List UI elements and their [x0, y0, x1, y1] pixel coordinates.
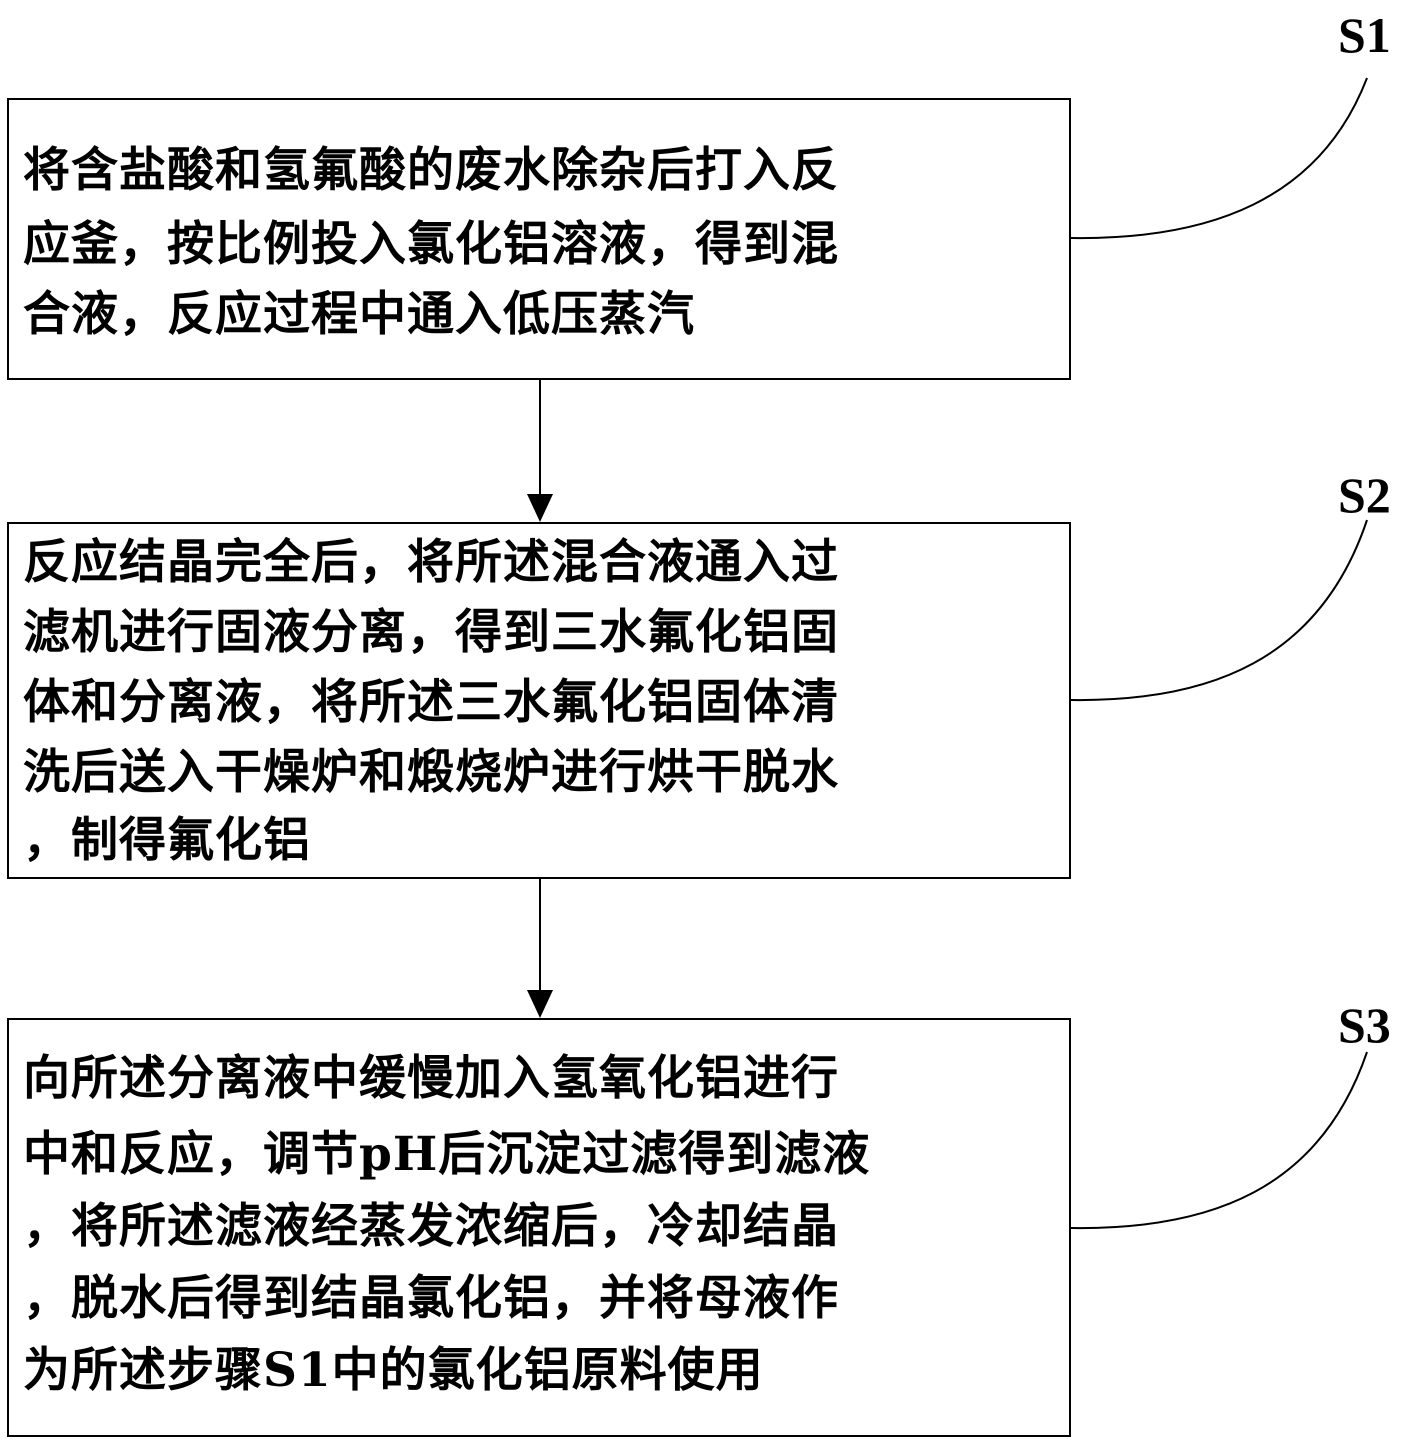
- step-box-s3: 向所述分离液中缓慢加入氢氧化铝进行 中和反应，调节pH后沉淀过滤得到滤液 ，将所…: [7, 1018, 1071, 1437]
- step-label-s3: S3: [1338, 997, 1391, 1053]
- leader-line-s2: [1070, 519, 1368, 702]
- step-s3-line-5: 为所述步骤S1中的氯化铝原料使用: [23, 1343, 764, 1398]
- arrow-s2-to-s3-head: [527, 990, 553, 1018]
- step-s2-line-5: ，制得氟化铝: [23, 813, 311, 868]
- step-label-s2: S2: [1338, 467, 1391, 523]
- step-label-s1: S1: [1338, 7, 1391, 63]
- step-s1-line-1: 将含盐酸和氢氟酸的废水除杂后打入反: [23, 143, 839, 198]
- step-s2-line-3: 体和分离液，将所述三水氟化铝固体清: [23, 675, 839, 730]
- step-s1-line-3: 合液，反应过程中通入低压蒸汽: [23, 287, 695, 342]
- arrow-s1-to-s2-head: [527, 494, 553, 522]
- step-s1-line-2: 应釜，按比例投入氯化铝溶液，得到混: [23, 217, 839, 272]
- step-s3-line-4: ，脱水后得到结晶氯化铝，并将母液作: [23, 1271, 839, 1326]
- step-s2-line-2: 滤机进行固液分离，得到三水氟化铝固: [23, 605, 839, 660]
- leader-line-s1: [1070, 77, 1368, 240]
- step-box-s2: 反应结晶完全后，将所述混合液通入过 滤机进行固液分离，得到三水氟化铝固 体和分离…: [7, 522, 1071, 879]
- step-s3-line-3: ，将所述滤液经蒸发浓缩后，冷却结晶: [23, 1199, 839, 1254]
- step-s3-line-2: 中和反应，调节pH后沉淀过滤得到滤液: [23, 1127, 871, 1182]
- step-box-s1: 将含盐酸和氢氟酸的废水除杂后打入反 应釜，按比例投入氯化铝溶液，得到混 合液，反…: [7, 98, 1071, 380]
- step-s3-line-1: 向所述分离液中缓慢加入氢氧化铝进行: [23, 1051, 839, 1106]
- step-s2-line-4: 洗后送入干燥炉和煅烧炉进行烘干脱水: [23, 745, 839, 800]
- leader-line-s3: [1070, 1051, 1368, 1230]
- step-s2-line-1: 反应结晶完全后，将所述混合液通入过: [23, 535, 839, 590]
